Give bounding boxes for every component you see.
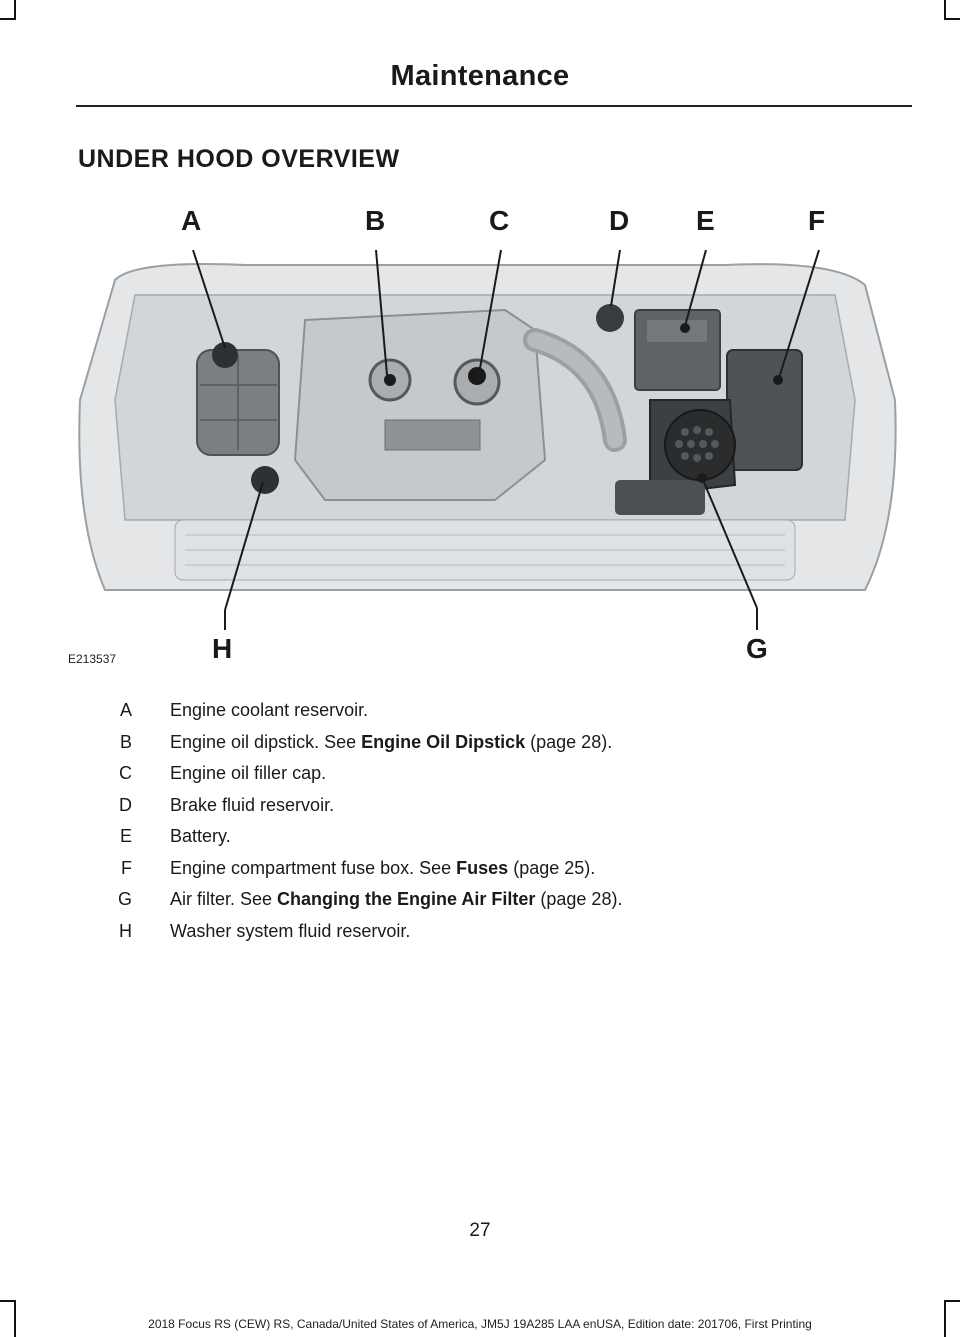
figure-id: E213537 [68,652,116,666]
callout-a: A [181,205,201,236]
callout-h: H [212,633,232,664]
link-engine-oil-dipstick[interactable]: Engine Oil Dipstick [361,732,525,752]
legend-item: F Engine compartment fuse box. See Fuses… [100,856,880,888]
legend-key: H [100,919,132,943]
section-title: UNDER HOOD OVERVIEW [78,145,400,174]
callout-b: B [365,205,385,236]
link-fuses[interactable]: Fuses [456,858,508,878]
legend-key: E [100,824,132,848]
crop-mark-top-left-h [0,18,16,20]
legend-item: H Washer system fluid reservoir. [100,919,880,951]
callout-c: C [489,205,509,236]
page-header-title: Maintenance [0,60,960,93]
footer-edition-info: 2018 Focus RS (CEW) RS, Canada/United St… [0,1317,960,1331]
crop-mark-top-right-h [944,18,960,20]
under-hood-illustration: A B C D E F G H [65,200,905,670]
legend-text: Air filter. See Changing the Engine Air … [170,887,622,911]
legend-text: Battery. [170,824,231,848]
crop-mark-top-right-v [944,0,946,20]
legend-text: Engine oil dipstick. See Engine Oil Dips… [170,730,612,754]
legend-item: A Engine coolant reservoir. [100,698,880,730]
callout-e: E [696,205,715,236]
legend-text: Engine compartment fuse box. See Fuses (… [170,856,595,880]
callout-d: D [609,205,629,236]
callout-g: G [746,633,768,664]
legend-item: E Battery. [100,824,880,856]
legend-item: B Engine oil dipstick. See Engine Oil Di… [100,730,880,762]
callout-f: F [808,205,825,236]
link-changing-air-filter[interactable]: Changing the Engine Air Filter [277,889,535,909]
legend-key: F [100,856,132,880]
legend-key: C [100,761,132,785]
legend-item: G Air filter. See Changing the Engine Ai… [100,887,880,919]
legend-key: B [100,730,132,754]
header-divider [76,105,912,107]
page-number: 27 [0,1220,960,1242]
legend-item: D Brake fluid reservoir. [100,793,880,825]
legend-key: G [100,887,132,911]
legend-key: D [100,793,132,817]
legend-text: Engine coolant reservoir. [170,698,368,722]
legend-key: A [100,698,132,722]
legend-text: Brake fluid reservoir. [170,793,334,817]
crop-mark-bottom-left-h [0,1300,16,1302]
legend: A Engine coolant reservoir. B Engine oil… [100,698,880,950]
crop-mark-bottom-right-h [944,1300,960,1302]
legend-text: Washer system fluid reservoir. [170,919,410,943]
crop-mark-top-left-v [14,0,16,20]
legend-item: C Engine oil filler cap. [100,761,880,793]
legend-text: Engine oil filler cap. [170,761,326,785]
